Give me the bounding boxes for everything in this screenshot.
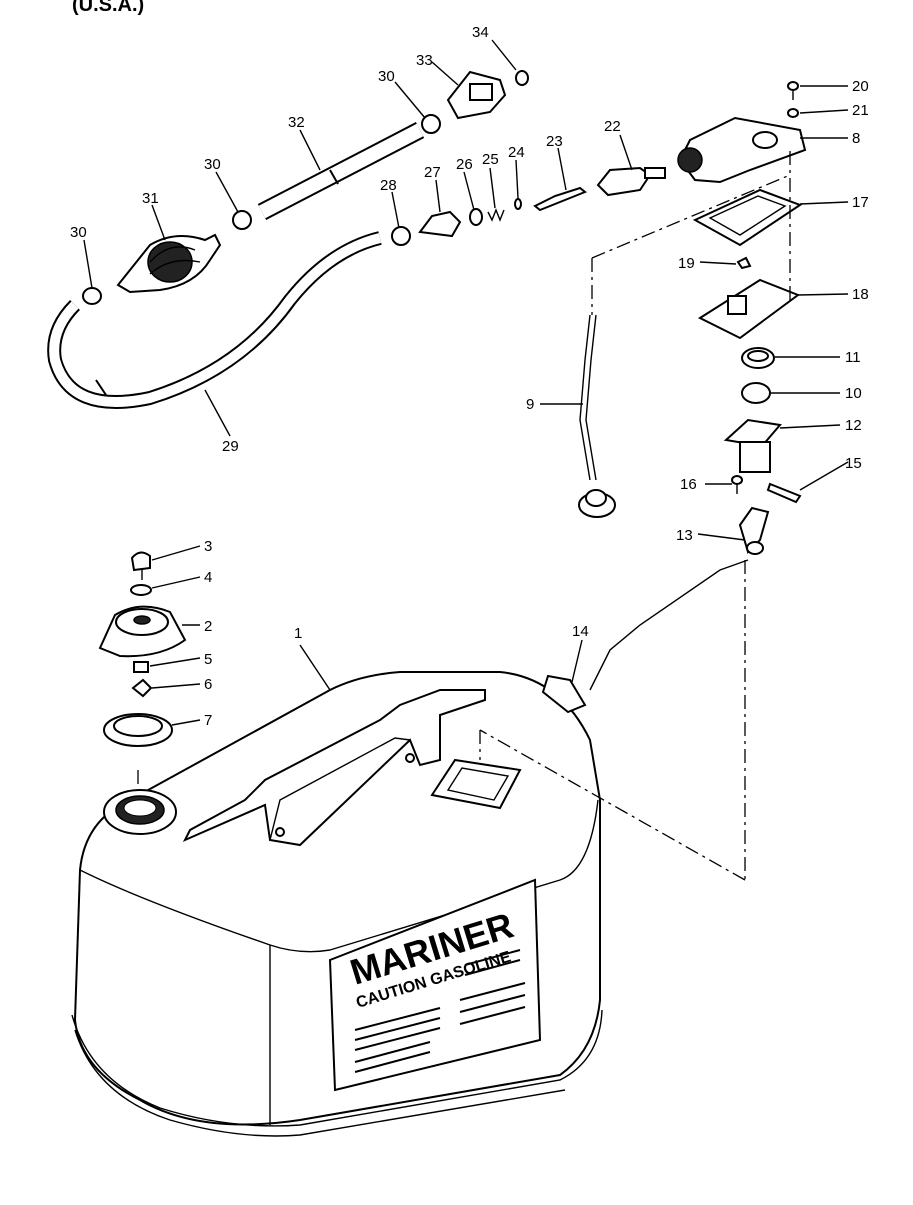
callout-32: 32: [288, 114, 305, 131]
fuel-line-assembly: [47, 70, 807, 714]
callout-29: 29: [222, 438, 239, 455]
callout-27: 27: [424, 164, 441, 181]
callout-30-b: 30: [204, 156, 221, 173]
callout-11: 11: [845, 349, 861, 366]
callout-18: 18: [852, 286, 869, 303]
callout-30-a: 30: [70, 224, 87, 241]
callout-8: 8: [852, 130, 860, 147]
callout-1: 1: [294, 625, 302, 642]
callout-34: 34: [472, 24, 489, 41]
callout-17: 17: [852, 194, 869, 211]
callout-26: 26: [456, 156, 473, 173]
callout-20: 20: [852, 78, 869, 95]
callout-23: 23: [546, 133, 563, 150]
tank-fine-print: [354, 949, 526, 1073]
callout-14: 14: [572, 623, 589, 640]
callout-9: 9: [526, 396, 534, 413]
callout-22: 22: [604, 118, 621, 135]
region-label: (U.S.A.): [72, 0, 145, 16]
callout-16: 16: [680, 476, 697, 493]
callout-28: 28: [380, 177, 397, 194]
callout-4: 4: [204, 569, 212, 586]
callout-3: 3: [204, 538, 212, 555]
callout-19: 19: [678, 255, 695, 272]
callout-24: 24: [508, 144, 525, 161]
callout-15: 15: [845, 455, 862, 472]
callout-21: 21: [852, 102, 869, 119]
leader-lines: [83, 39, 849, 726]
callout-33: 33: [416, 52, 433, 69]
assembly-centerlines: [137, 150, 791, 881]
callout-5: 5: [204, 651, 212, 668]
callout-numbers: 1 2 3 4 5 6 7 8 9 10 11 12 13 14 15 16 1…: [70, 24, 869, 729]
callout-10: 10: [845, 385, 862, 402]
callout-6: 6: [204, 676, 212, 693]
callout-7: 7: [204, 712, 212, 729]
callout-30-c: 30: [378, 68, 395, 85]
callout-13: 13: [676, 527, 693, 544]
callout-2: 2: [204, 618, 212, 635]
callout-12: 12: [845, 417, 862, 434]
callout-25: 25: [482, 151, 499, 168]
callout-31: 31: [142, 190, 159, 207]
fuel-tank: MARINER CAUTION GASOLINE: [71, 671, 603, 1137]
cap-assembly: [98, 551, 187, 747]
